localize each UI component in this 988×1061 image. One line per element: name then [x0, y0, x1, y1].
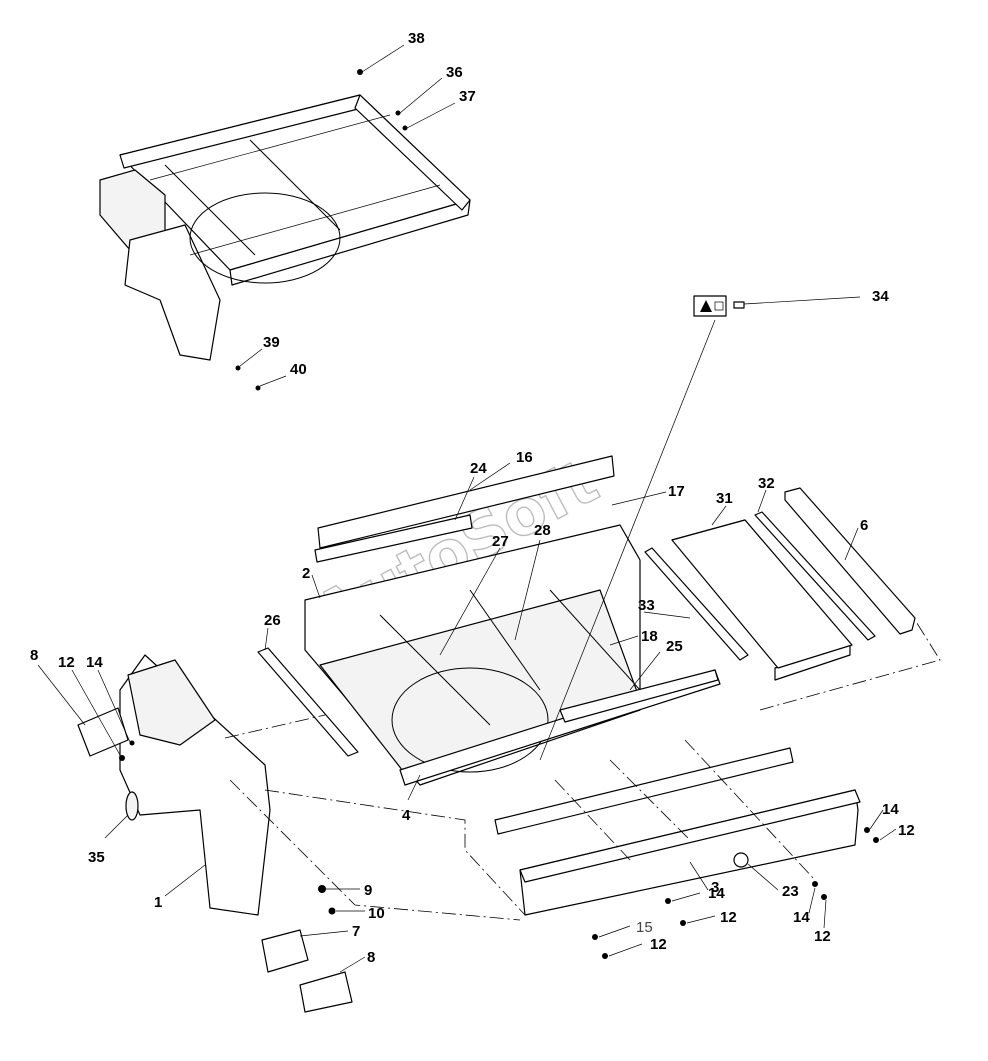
callout-35: 35 — [88, 849, 105, 866]
callout-1: 1 — [154, 894, 162, 911]
spacer-8-bottom — [299, 971, 353, 1013]
callout-38: 38 — [408, 30, 425, 47]
callout-8-top: 8 — [30, 647, 38, 664]
callout-15: 15 — [636, 919, 653, 936]
rod-27 — [379, 614, 491, 726]
spacer-8-top — [77, 707, 129, 757]
bracket-6 — [784, 487, 916, 635]
callout-2: 2 — [302, 565, 310, 582]
callout-14-left: 14 — [86, 654, 103, 671]
seal-32 — [754, 511, 876, 641]
warning-decal — [693, 295, 745, 317]
callout-34: 34 — [872, 288, 889, 305]
callout-4: 4 — [402, 807, 411, 824]
callout-9: 9 — [364, 882, 372, 899]
callout-16: 16 — [516, 449, 533, 466]
callout-37: 37 — [459, 88, 476, 105]
callout-6: 6 — [860, 517, 868, 534]
callout-12-left: 12 — [58, 654, 75, 671]
callout-10: 10 — [368, 905, 385, 922]
callout-26: 26 — [264, 612, 281, 629]
callout-18: 18 — [641, 628, 658, 645]
callout-32: 32 — [758, 475, 775, 492]
callout-36: 36 — [446, 64, 463, 81]
callout-3: 3 — [711, 879, 719, 896]
callout-14-bottom-right: 14 — [793, 909, 810, 926]
callout-12-bottom-left: 12 — [650, 936, 667, 953]
callout-14-right: 14 — [882, 801, 899, 818]
callout-39: 39 — [263, 334, 280, 351]
callout-31: 31 — [716, 490, 733, 507]
spring-35 — [125, 791, 139, 821]
callout-25: 25 — [666, 638, 683, 655]
rail-17 — [494, 747, 794, 835]
callout-23: 23 — [782, 883, 799, 900]
rear-rail-24 — [314, 514, 473, 563]
callout-12-bottom-right: 12 — [814, 928, 831, 945]
callout-7: 7 — [352, 923, 360, 940]
spacer-7 — [261, 929, 309, 973]
grommet-23 — [733, 852, 749, 868]
callout-24: 24 — [470, 460, 487, 477]
callout-8-bottom: 8 — [367, 949, 375, 966]
callout-40: 40 — [290, 361, 307, 378]
callout-14-bottom-mid: 14 — [708, 885, 725, 902]
callout-17: 17 — [668, 483, 685, 500]
callout-12-right: 12 — [898, 822, 915, 839]
callout-12-bottom-mid: 12 — [720, 909, 737, 926]
rear-rail-16 — [317, 455, 615, 549]
callout-28: 28 — [534, 522, 551, 539]
callout-33: 33 — [638, 597, 655, 614]
assembled-frame-view — [99, 69, 471, 391]
rod-18 — [549, 589, 641, 691]
bar-26 — [257, 647, 359, 757]
callout-27: 27 — [492, 533, 509, 550]
rod-28 — [469, 589, 541, 691]
rail-25 — [559, 669, 719, 723]
bar-33 — [644, 547, 749, 661]
